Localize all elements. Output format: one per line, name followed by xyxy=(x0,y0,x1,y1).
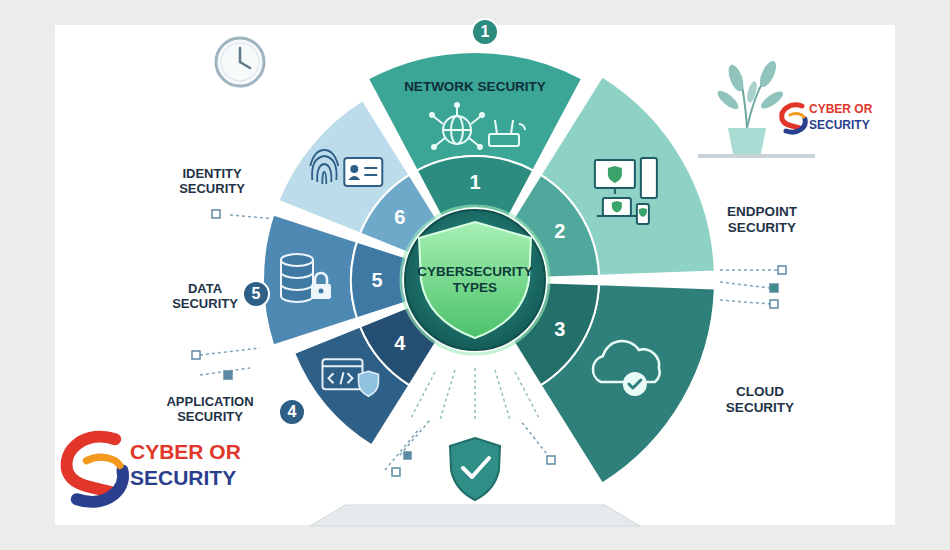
logo-mark xyxy=(782,105,806,132)
bottom-shield xyxy=(410,368,540,500)
data-icon xyxy=(281,254,331,302)
segment-heading: IDENTITY SECURITY xyxy=(179,167,245,197)
cloud-icon xyxy=(593,341,660,396)
callout-number: 1 xyxy=(471,18,499,46)
segment-heading: APPLICATION SECURITY xyxy=(166,395,253,425)
segment-heading: CLOUD SECURITY xyxy=(726,384,794,415)
segment-number: 1 xyxy=(469,171,480,194)
logo-text: CYBER OR xyxy=(809,103,872,117)
endpoint-icon xyxy=(595,158,657,224)
sector-outer xyxy=(368,52,582,171)
sector-inner xyxy=(351,242,407,319)
segment-heading: DATA SECURITY xyxy=(172,282,238,312)
segment-heading: NETWORK SECURITY xyxy=(404,79,546,95)
clock-icon xyxy=(216,38,264,86)
center-title: CYBERSECURITY TYPES xyxy=(417,264,532,295)
logo-text: SECURITY xyxy=(130,466,236,490)
segment-number: 6 xyxy=(394,206,405,229)
segment-number: 4 xyxy=(394,331,405,354)
sector-outer xyxy=(263,214,357,345)
center-circle: CYBERSECURITY TYPES xyxy=(403,208,547,352)
segment-number: 5 xyxy=(371,269,382,292)
network-icon xyxy=(429,102,525,150)
identity-icon xyxy=(310,150,382,186)
plant-icon xyxy=(698,59,815,156)
callout-number: 4 xyxy=(278,398,306,426)
logo-text: SECURITY xyxy=(809,119,870,133)
panel xyxy=(55,25,895,525)
logo-text: CYBER OR xyxy=(130,440,241,464)
app-icon xyxy=(322,359,378,396)
segment-number: 2 xyxy=(554,220,565,243)
callout-number: 5 xyxy=(242,280,270,308)
segment-heading: ENDPOINT SECURITY xyxy=(727,204,797,235)
logo-mark xyxy=(67,437,123,502)
platform xyxy=(310,505,640,526)
segment-number: 3 xyxy=(554,318,565,341)
